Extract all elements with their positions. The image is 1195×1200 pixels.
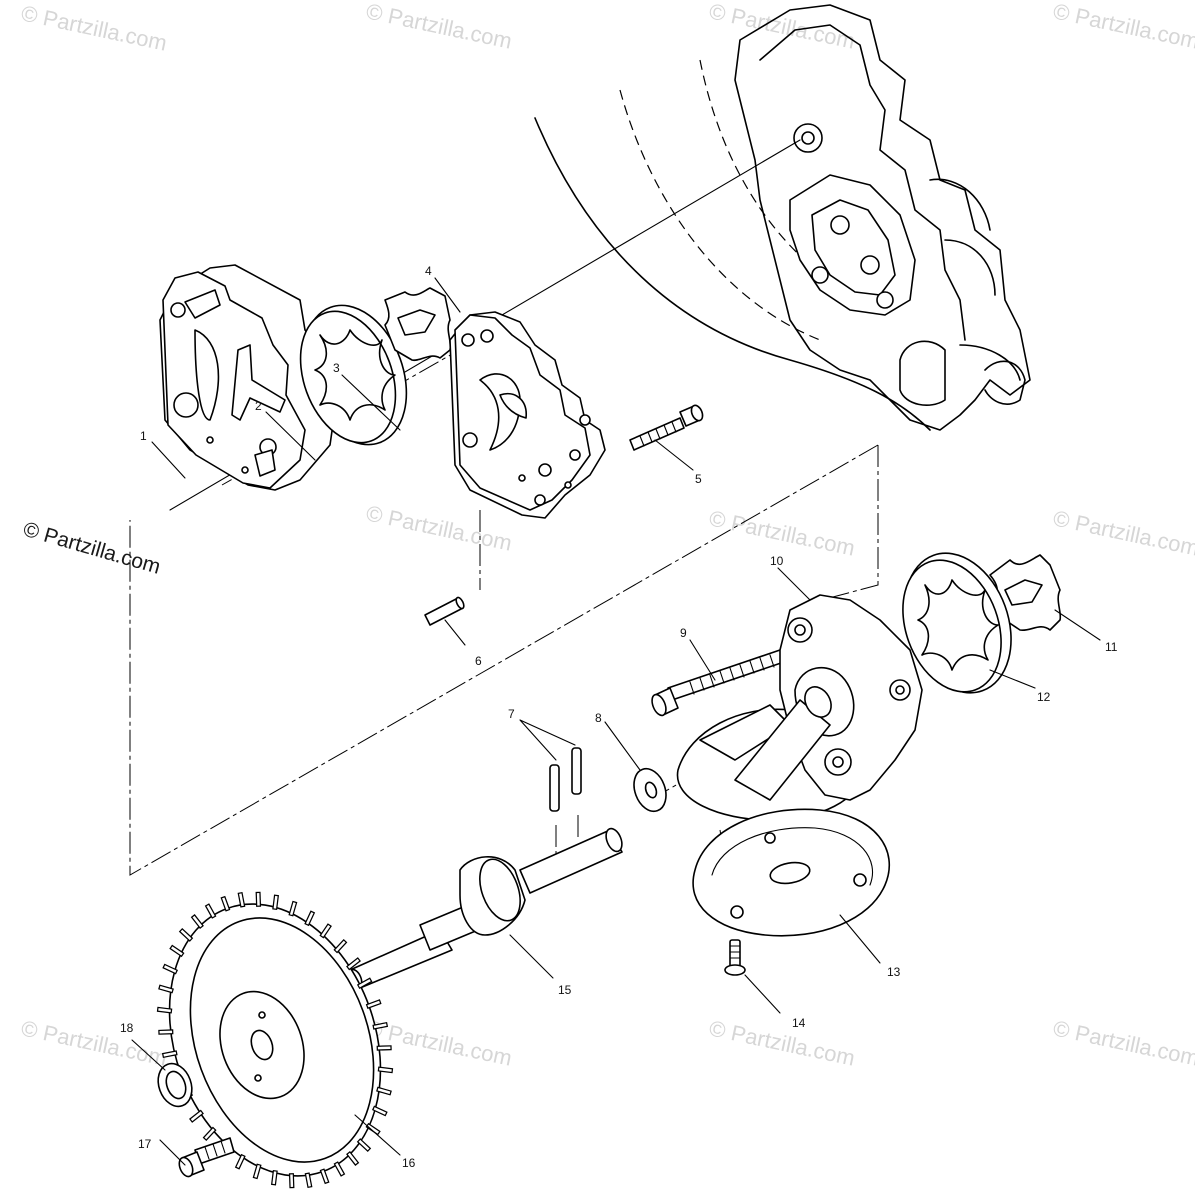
part-drive-gear: [168, 903, 382, 1177]
watermark: © Partzilla.com: [707, 0, 857, 54]
gear-tooth-fill: [305, 912, 314, 925]
callout-2: 2: [255, 399, 262, 413]
crankcase-housing: [534, 4, 1031, 431]
gear-tooth-fill: [358, 979, 371, 988]
callout-7: 7: [508, 707, 515, 721]
part-pump-plate: [449, 311, 606, 519]
gear-tooth-fill: [239, 893, 244, 907]
gear-tooth-fill: [358, 1139, 370, 1151]
gear-tooth-fill: [367, 1000, 380, 1008]
gear-tooth-fill: [335, 1162, 344, 1176]
gear-tooth-fill: [379, 1067, 392, 1072]
callout-15: 15: [558, 983, 572, 997]
watermark: © Partzilla.com: [1051, 505, 1195, 560]
callout-labels: 1 2 3 4 5 6 7 8 9 10 11 12 13 14 15 16 1…: [120, 264, 1118, 1170]
callout-4: 4: [425, 264, 432, 278]
housing-bore: [811, 266, 829, 284]
gear-tooth-fill: [206, 904, 215, 918]
gear-tooth-fill: [254, 1164, 261, 1178]
housing-dowel-hole: [801, 131, 815, 145]
gear-tooth-fill: [190, 1111, 203, 1122]
gear-tooth-fill: [321, 924, 331, 937]
watermark-main: © Partzilla.com: [21, 518, 163, 579]
part-screw: [724, 939, 746, 976]
callout-18: 18: [120, 1021, 134, 1035]
gear-tooth-fill: [236, 1155, 245, 1168]
callout-6: 6: [475, 654, 482, 668]
part-gear-washer: [157, 1062, 193, 1108]
part-pump-cover: [676, 594, 923, 821]
part-inner-rotor: [384, 287, 452, 362]
callout-1: 1: [140, 429, 147, 443]
gear-tooth-fill: [180, 929, 192, 941]
callout-14: 14: [792, 1016, 806, 1030]
gear-tooth-fill: [306, 1173, 311, 1187]
part-dowel-pin: [424, 596, 465, 626]
callout-16: 16: [402, 1156, 416, 1170]
gear-tooth-fill: [163, 1051, 177, 1057]
gear-tooth-fill: [373, 1023, 387, 1029]
gear-tooth-fill: [289, 902, 296, 916]
callout-11: 11: [1105, 640, 1118, 654]
watermark: © Partzilla.com: [364, 0, 514, 54]
watermark-layer: © Partzilla.com © Partzilla.com © Partzi…: [19, 0, 1195, 1071]
gear-tooth-fill: [377, 1088, 391, 1094]
gear-tooth-fill: [192, 915, 203, 928]
gear-tooth-fill: [204, 1128, 215, 1140]
watermark: © Partzilla.com: [19, 0, 169, 55]
gear-tooth-fill: [367, 1124, 379, 1134]
watermark: © Partzilla.com: [707, 505, 857, 560]
watermark: © Partzilla.com: [364, 500, 514, 555]
gear-tooth-fill: [321, 1169, 328, 1183]
gear-tooth-fill: [171, 946, 183, 956]
watermark: © Partzilla.com: [1051, 0, 1195, 54]
callout-13: 13: [887, 965, 901, 979]
callout-17: 17: [138, 1137, 152, 1151]
part-cover-gasket: [692, 808, 891, 937]
part-washer: [633, 767, 667, 813]
housing-bore: [830, 215, 850, 235]
callout-10: 10: [770, 554, 784, 568]
gear-tooth-fill: [272, 1171, 277, 1185]
gear-tooth-fill: [373, 1107, 387, 1115]
gear-tooth-fill: [273, 895, 278, 909]
part-outer-rotor: [299, 304, 408, 446]
gear-tooth-fill: [158, 1008, 171, 1013]
gear-tooth-fill: [163, 965, 177, 973]
part-outer-rotor-2: [902, 552, 1012, 694]
gear-teeth: [156, 891, 394, 1189]
part-bolt-long: [651, 649, 785, 717]
housing-bore: [876, 291, 894, 309]
callout-5: 5: [695, 472, 702, 486]
part-gear-bolt: [178, 1137, 235, 1178]
gear-tooth-fill: [159, 986, 173, 992]
part-pump-body: [159, 264, 336, 491]
gear-tooth-fill: [335, 940, 346, 952]
callout-3: 3: [333, 361, 340, 375]
callout-9: 9: [680, 626, 687, 640]
part-drive-shaft: [347, 827, 623, 990]
gear-tooth-fill: [347, 958, 360, 969]
leader-lines: [131, 277, 1101, 1166]
watermark: © Partzilla.com: [707, 1015, 857, 1070]
gear-tooth-fill: [222, 897, 229, 911]
gear-tooth-fill: [347, 1152, 358, 1165]
watermark: © Partzilla.com: [1051, 1015, 1195, 1070]
callout-12: 12: [1037, 690, 1051, 704]
callout-8: 8: [595, 711, 602, 725]
housing-bore: [860, 255, 880, 275]
part-pins-pair: [549, 747, 582, 812]
watermark: © Partzilla.com: [19, 1015, 169, 1070]
part-bolt-short: [629, 404, 704, 451]
